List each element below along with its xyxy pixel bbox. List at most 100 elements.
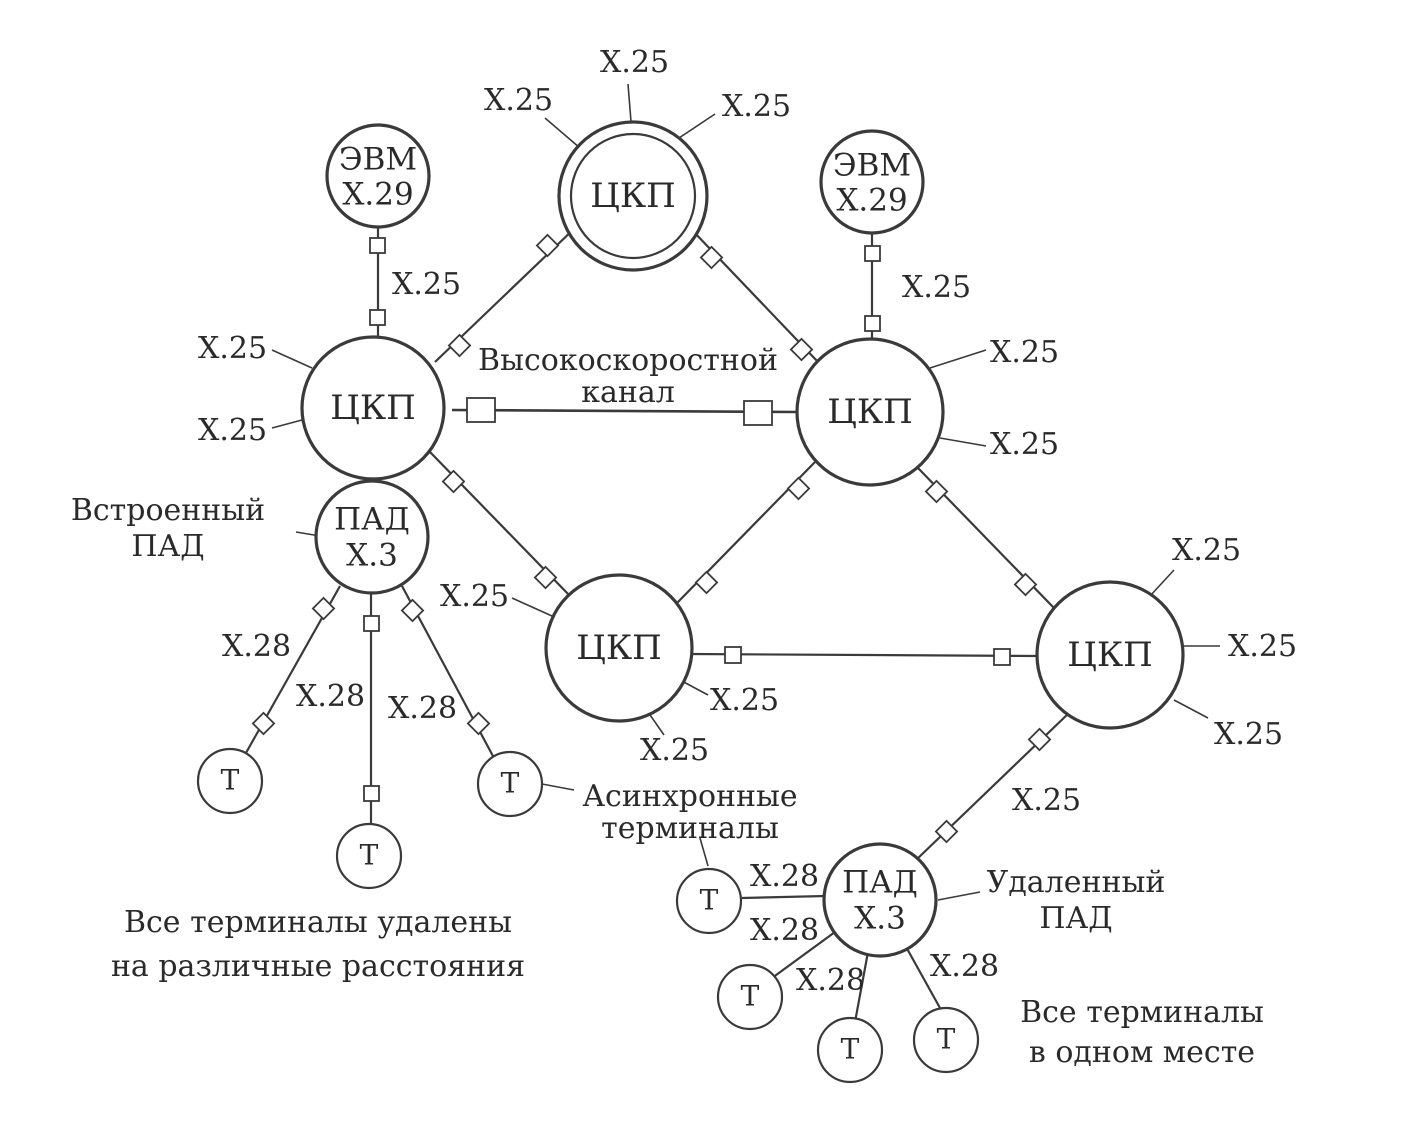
svg-text:Т: Т (937, 1023, 956, 1056)
pad-remote-node: ПАД X.3 (822, 842, 938, 958)
x25-label: X.25 (198, 413, 267, 448)
ports (251, 233, 1052, 844)
svg-text:Т: Т (741, 980, 760, 1013)
x28-label: X.28 (930, 949, 999, 984)
port-diamond (535, 233, 560, 258)
port (363, 785, 380, 802)
ckp-top-node: ЦКП (557, 120, 709, 272)
pad-embedded-label: ПАД (334, 502, 410, 538)
link-ckp-bottom-mid-ckp-bottom-right (689, 652, 1039, 658)
port (369, 309, 386, 326)
evm-left-label: ЭВМ (339, 142, 417, 178)
descriptive-labels: Высокоскоростной канал Встроенный ПАД Ас… (71, 343, 1166, 936)
x25-label: X.25 (990, 335, 1059, 370)
terminal-node: Т (716, 963, 784, 1031)
x25-label: X.25 (392, 267, 461, 302)
port (864, 245, 881, 262)
ckp-bottom-mid-label: ЦКП (576, 628, 662, 668)
x28-label: X.28 (222, 629, 291, 664)
x25-label: X.25 (710, 683, 779, 718)
port-diamond (699, 245, 724, 270)
x28-label: X.28 (750, 859, 819, 894)
svg-text:Т: Т (841, 1033, 860, 1066)
captions: Все терминалы удалены на различные расст… (111, 905, 1264, 1070)
x25-label: X.25 (722, 89, 791, 124)
link-pad-remote-t-c (904, 944, 941, 1009)
evm-left-node: ЭВМ X.29 (325, 123, 431, 229)
ckp-bottom-right-label: ЦКП (1067, 635, 1153, 675)
terminal-node: Т (816, 1016, 884, 1084)
link-pad-remote-t-a (771, 931, 836, 979)
port-large (743, 400, 773, 426)
caption-right-line2: в одном месте (1029, 1035, 1255, 1070)
port (724, 646, 742, 664)
evm-right-label: ЭВМ (833, 148, 911, 184)
embedded-pad-label-line2: ПАД (131, 529, 204, 564)
highspeed-label-line1: Высокоскоростной (478, 343, 778, 378)
svg-text:Т: Т (360, 839, 379, 872)
terminal-node: Т (476, 750, 544, 818)
x28-label: X.28 (750, 913, 819, 948)
protocol-labels: X.25 X.25 X.25 X.25 X.25 X.25 X.25 X.25 … (198, 45, 1297, 998)
caption-left-line2: на различные расстояния (111, 949, 525, 984)
x25-label: X.25 (484, 83, 553, 118)
x25-label: X.25 (198, 331, 267, 366)
embedded-pad-label-line1: Встроенный (71, 493, 265, 528)
ckp-top-label: ЦКП (590, 176, 676, 216)
port-diamond (447, 333, 472, 358)
terminal-node: Т (335, 822, 403, 890)
x25-label: X.25 (1172, 533, 1241, 568)
evm-right-node: ЭВМ X.29 (819, 129, 925, 235)
link-highspeed (451, 408, 799, 414)
ckp-bottom-mid-node: ЦКП (544, 573, 694, 723)
x25-label: X.25 (1214, 717, 1283, 752)
x25-label: X.25 (600, 45, 669, 80)
port-diamond (786, 476, 811, 501)
remote-pad-label-line2: ПАД (1039, 901, 1112, 936)
remote-pad-label-line1: Удаленный (987, 865, 1166, 900)
x25-label: X.25 (1012, 783, 1081, 818)
evm-left-protocol: X.29 (342, 177, 413, 213)
pad-remote-label: ПАД (842, 865, 918, 901)
port-diamond (251, 711, 276, 736)
terminal-node: Т (196, 747, 264, 815)
ckp-right-label: ЦКП (827, 392, 913, 432)
port-large (466, 397, 496, 423)
svg-text:Т: Т (501, 767, 520, 800)
port-diamond (311, 596, 336, 621)
evm-right-protocol: X.29 (836, 183, 907, 219)
link-pad-remote-t-b (853, 951, 870, 1023)
x25-label: X.25 (902, 270, 971, 305)
pad-remote-protocol: X.3 (854, 901, 906, 937)
port (363, 615, 380, 632)
port-diamond (924, 479, 949, 504)
port-diamond (789, 337, 814, 362)
async-terminals-label-line2: терминалы (601, 811, 779, 846)
highspeed-label-line2: канал (581, 375, 675, 410)
port-diamond (533, 565, 558, 590)
port-diamond (441, 469, 466, 494)
caption-right-line1: Все терминалы (1020, 995, 1264, 1030)
port (993, 648, 1011, 666)
x28-label: X.28 (296, 679, 365, 714)
caption-left-line1: Все терминалы удалены (124, 905, 512, 940)
port (864, 315, 881, 332)
x28-label: X.28 (388, 691, 457, 726)
pad-embedded-protocol: X.3 (346, 538, 398, 574)
x25-label: X.25 (640, 733, 709, 768)
port-diamond (934, 819, 959, 844)
port-diamond (694, 570, 719, 595)
port-diamond (1013, 572, 1038, 597)
pad-embedded-node: ПАД X.3 (314, 479, 430, 595)
port-diamond (1027, 727, 1052, 752)
terminal-node: Т (912, 1006, 980, 1074)
ckp-left-node: ЦКП (300, 335, 446, 481)
terminal-node: Т (675, 867, 743, 935)
svg-text:Т: Т (221, 764, 240, 797)
port-diamond (466, 711, 491, 736)
async-terminals-label-line1: Асинхронные (582, 779, 797, 814)
ckp-left-label: ЦКП (330, 388, 416, 428)
svg-text:Т: Т (700, 884, 719, 917)
x25-label: X.25 (440, 579, 509, 614)
ckp-bottom-right-node: ЦКП (1035, 580, 1185, 730)
